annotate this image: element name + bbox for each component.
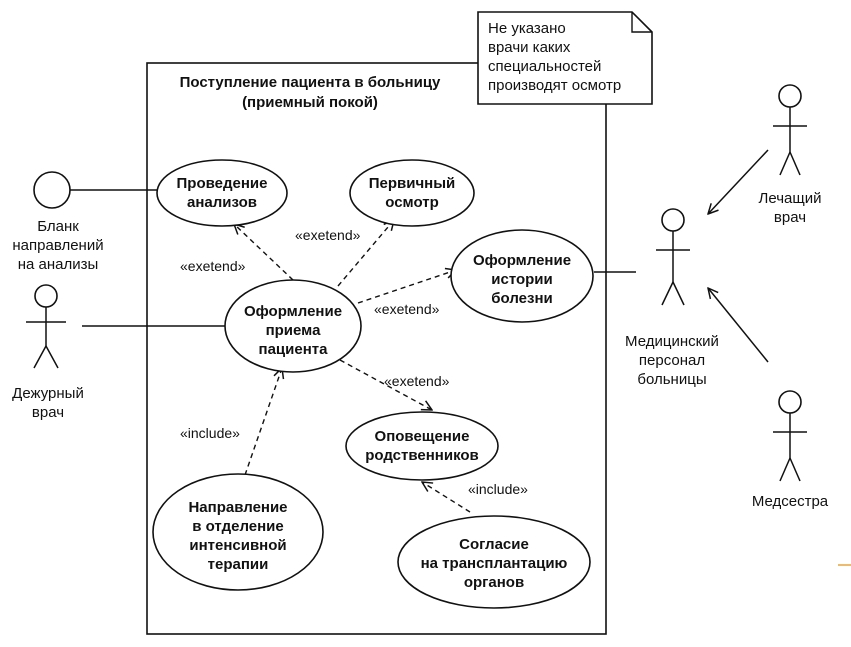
- use-case-notify-line-2: родственников: [365, 447, 479, 464]
- use-case-analyses: Проведение анализов: [156, 159, 288, 227]
- use-case-consent-line-1: Согласие: [459, 536, 529, 553]
- actor-attending-doctor-line-2: врач: [774, 209, 806, 226]
- note-line-4: производят осмотр: [488, 77, 621, 94]
- use-case-primary-exam-line-2: осмотр: [385, 194, 439, 211]
- generalization-nurse: [708, 288, 769, 363]
- use-case-history-line-2: истории: [491, 271, 552, 288]
- system-title-line-2: (приемный покой): [242, 94, 378, 111]
- include-arrow-icu: [244, 368, 282, 476]
- extend-arrow-history: [357, 270, 456, 304]
- system-title-line-1: Поступление пациента в больницу: [180, 74, 441, 91]
- use-case-analyses-line-2: анализов: [187, 194, 257, 211]
- actor-medical-staff-line-1: Медицинский: [625, 333, 719, 350]
- system-boundary: [146, 62, 607, 635]
- actor-duty-doctor-line-1: Дежурный: [12, 385, 84, 402]
- actor-nurse-label: Медсестра: [752, 493, 829, 510]
- include-label-icu: «include»: [180, 425, 240, 441]
- use-case-admission-line-3: пациента: [259, 341, 329, 358]
- use-case-history: Оформление истории болезни: [450, 229, 594, 323]
- use-case-analyses-line-1: Проведение: [177, 175, 268, 192]
- extend-label-notify: «exetend»: [384, 373, 450, 389]
- actor-medical-staff-line-2: персонал: [639, 352, 705, 369]
- use-case-admission: Оформление приема пациента: [224, 279, 362, 373]
- actor-medical-staff-line-3: больницы: [637, 371, 706, 388]
- note: Не указано врачи каких специальностей пр…: [477, 11, 653, 105]
- note-line-1: Не указано: [488, 20, 566, 37]
- use-case-icu-line-3: интенсивной: [189, 537, 286, 554]
- use-case-notify: Оповещение родственников: [345, 411, 499, 481]
- actor-duty-doctor: Дежурный врач: [12, 284, 84, 421]
- referral-form-line-1: Бланк: [37, 218, 79, 235]
- actor-nurse: Медсестра: [752, 390, 829, 510]
- actor-medical-staff: Медицинский персонал больницы: [625, 208, 719, 388]
- include-label-consent: «include»: [468, 481, 528, 497]
- extend-label-analyses: «exetend»: [180, 258, 246, 274]
- actor-duty-doctor-line-2: врач: [32, 404, 64, 421]
- extend-label-history: «exetend»: [374, 301, 440, 317]
- use-case-icu-line-2: в отделение: [192, 518, 284, 535]
- include-arrow-consent: [422, 482, 471, 513]
- use-case-consent-line-3: органов: [464, 574, 524, 591]
- use-case-consent-line-2: на трансплантацию: [421, 555, 568, 572]
- note-line-2: врачи каких: [488, 39, 571, 56]
- generalization-attending-doctor: [708, 149, 769, 214]
- use-case-primary-exam-line-1: Первичный: [369, 175, 456, 192]
- referral-form-interface: Бланк направлений на анализы: [12, 171, 104, 273]
- use-case-consent: Согласие на трансплантацию органов: [397, 515, 591, 609]
- use-case-icu-line-4: терапии: [208, 556, 269, 573]
- actor-attending-doctor-line-1: Лечащий: [759, 190, 822, 207]
- use-case-primary-exam: Первичный осмотр: [349, 159, 475, 227]
- use-case-admission-line-1: Оформление: [244, 303, 342, 320]
- extend-arrow-analyses: [234, 224, 294, 281]
- referral-form-line-3: на анализы: [18, 256, 99, 273]
- note-line-3: специальностей: [488, 58, 601, 75]
- actor-attending-doctor: Лечащий врач: [759, 84, 822, 226]
- use-case-notify-line-1: Оповещение: [375, 428, 470, 445]
- use-case-icu: Направление в отделение интенсивной тера…: [152, 473, 324, 591]
- use-case-history-line-1: Оформление: [473, 252, 571, 269]
- referral-form-line-2: направлений: [12, 237, 103, 254]
- extend-label-primary-exam: «exetend»: [295, 227, 361, 243]
- use-case-icu-line-1: Направление: [188, 499, 287, 516]
- extend-arrow-primary-exam: [337, 220, 394, 287]
- use-case-admission-line-2: приема: [266, 322, 321, 339]
- use-case-history-line-3: болезни: [491, 290, 552, 307]
